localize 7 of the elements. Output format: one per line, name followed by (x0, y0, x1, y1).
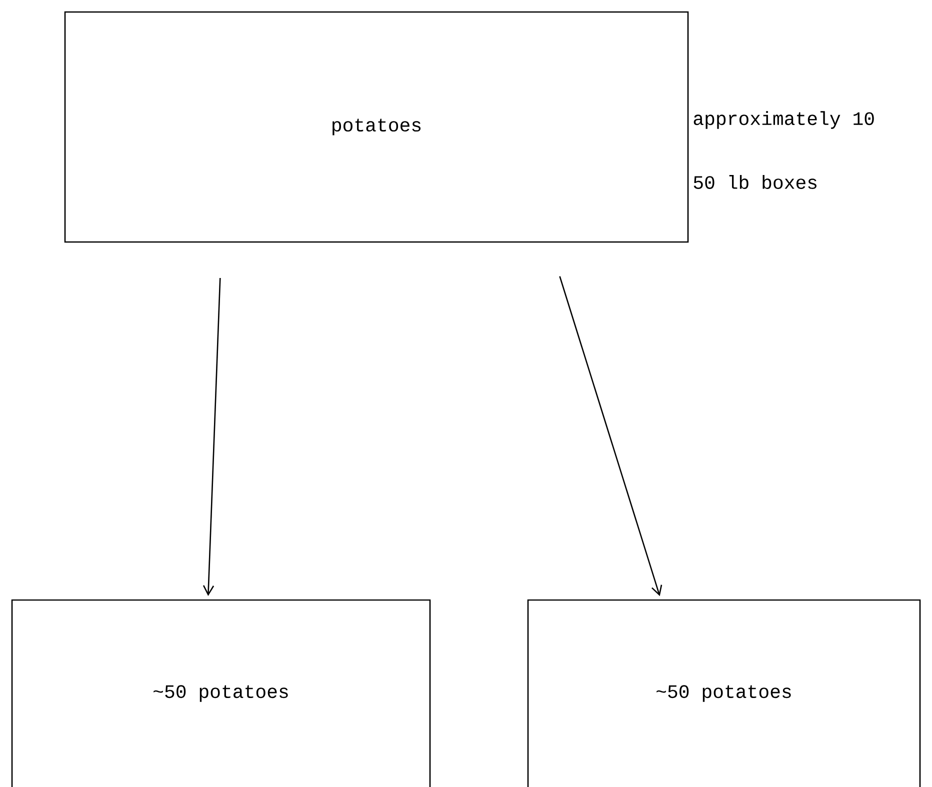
arrow (559, 276, 662, 596)
process-box: ~50 potatoes (11, 599, 431, 787)
process-box: ~50 potatoes (527, 599, 921, 787)
note-text: approximately 10 (694, 111, 874, 129)
arrow (202, 278, 221, 596)
note-text: 50 lb boxes (694, 175, 816, 189)
process-box: potatoes (64, 11, 689, 243)
